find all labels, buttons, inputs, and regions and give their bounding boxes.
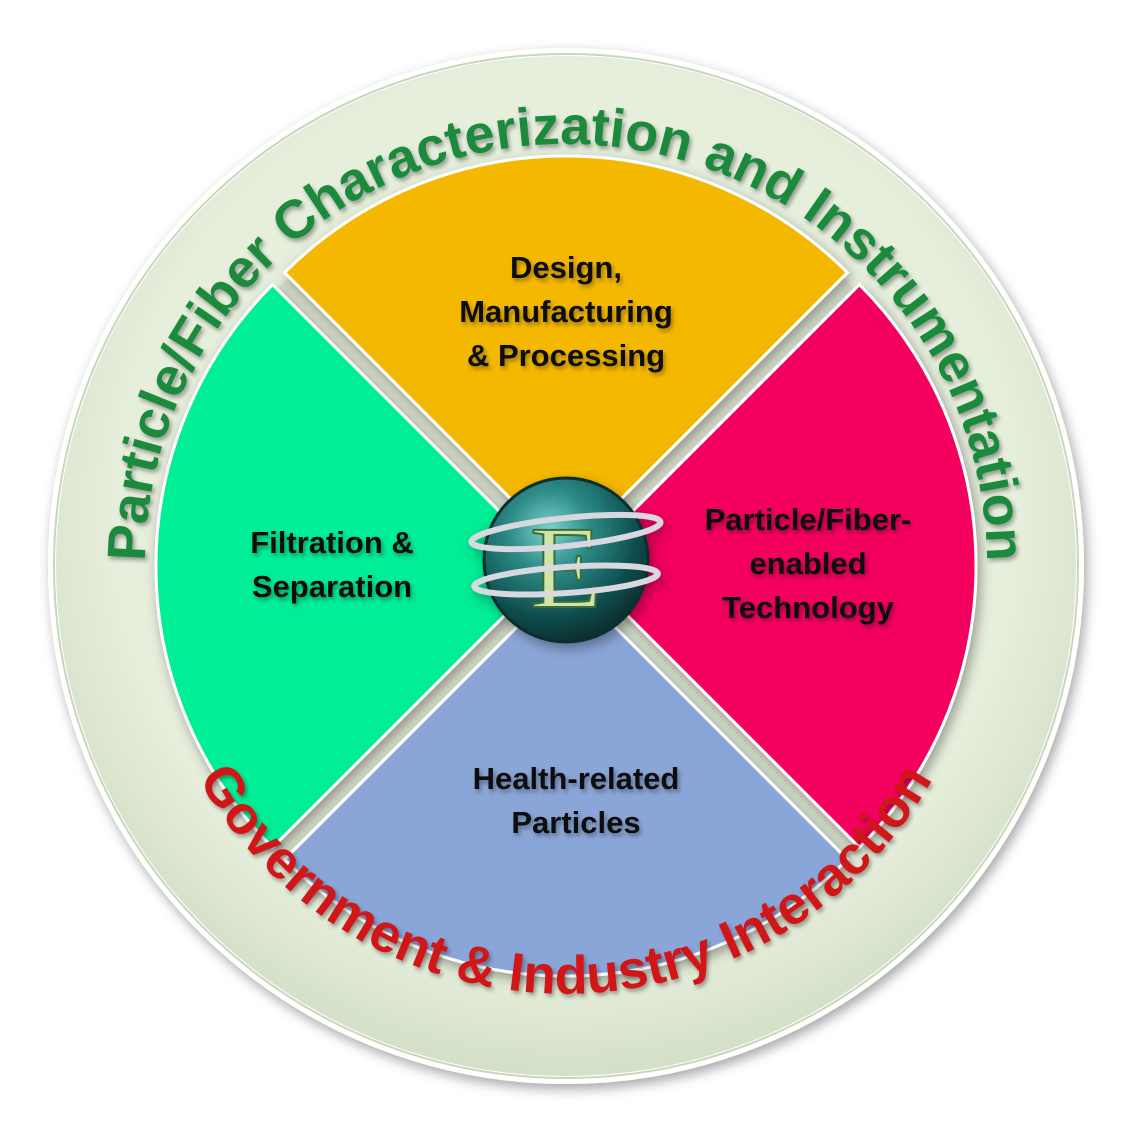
segment-right-label-line: Technology [722, 590, 894, 625]
segment-top-label-line: & Processing [467, 338, 665, 373]
segment-top-label-line: Manufacturing [459, 294, 673, 329]
segment-left-wedge [154, 282, 557, 850]
segment-top-label-line: Design, [510, 250, 622, 285]
globe-e-logo-icon: E [468, 476, 664, 644]
segment-right-label-line: Particle/Fiber- [705, 502, 912, 537]
segment-bottom-label-line: Particles [511, 805, 640, 840]
segment-left-label: Filtration & Separation [250, 525, 414, 604]
segment-bottom-label-line: Health-related [473, 761, 680, 796]
outer-ring-edge [53, 53, 1079, 1079]
segment-top-label: Design, Manufacturing & Processing [459, 250, 673, 373]
segment-top-wedge [282, 154, 850, 557]
segment-right-label-line: enabled [749, 546, 866, 581]
segment-left-label-line: Separation [252, 569, 412, 604]
segment-left-label-line: Filtration & [250, 525, 414, 560]
segment-bottom-wedge [282, 575, 850, 978]
segment-right-wedge [575, 282, 978, 850]
